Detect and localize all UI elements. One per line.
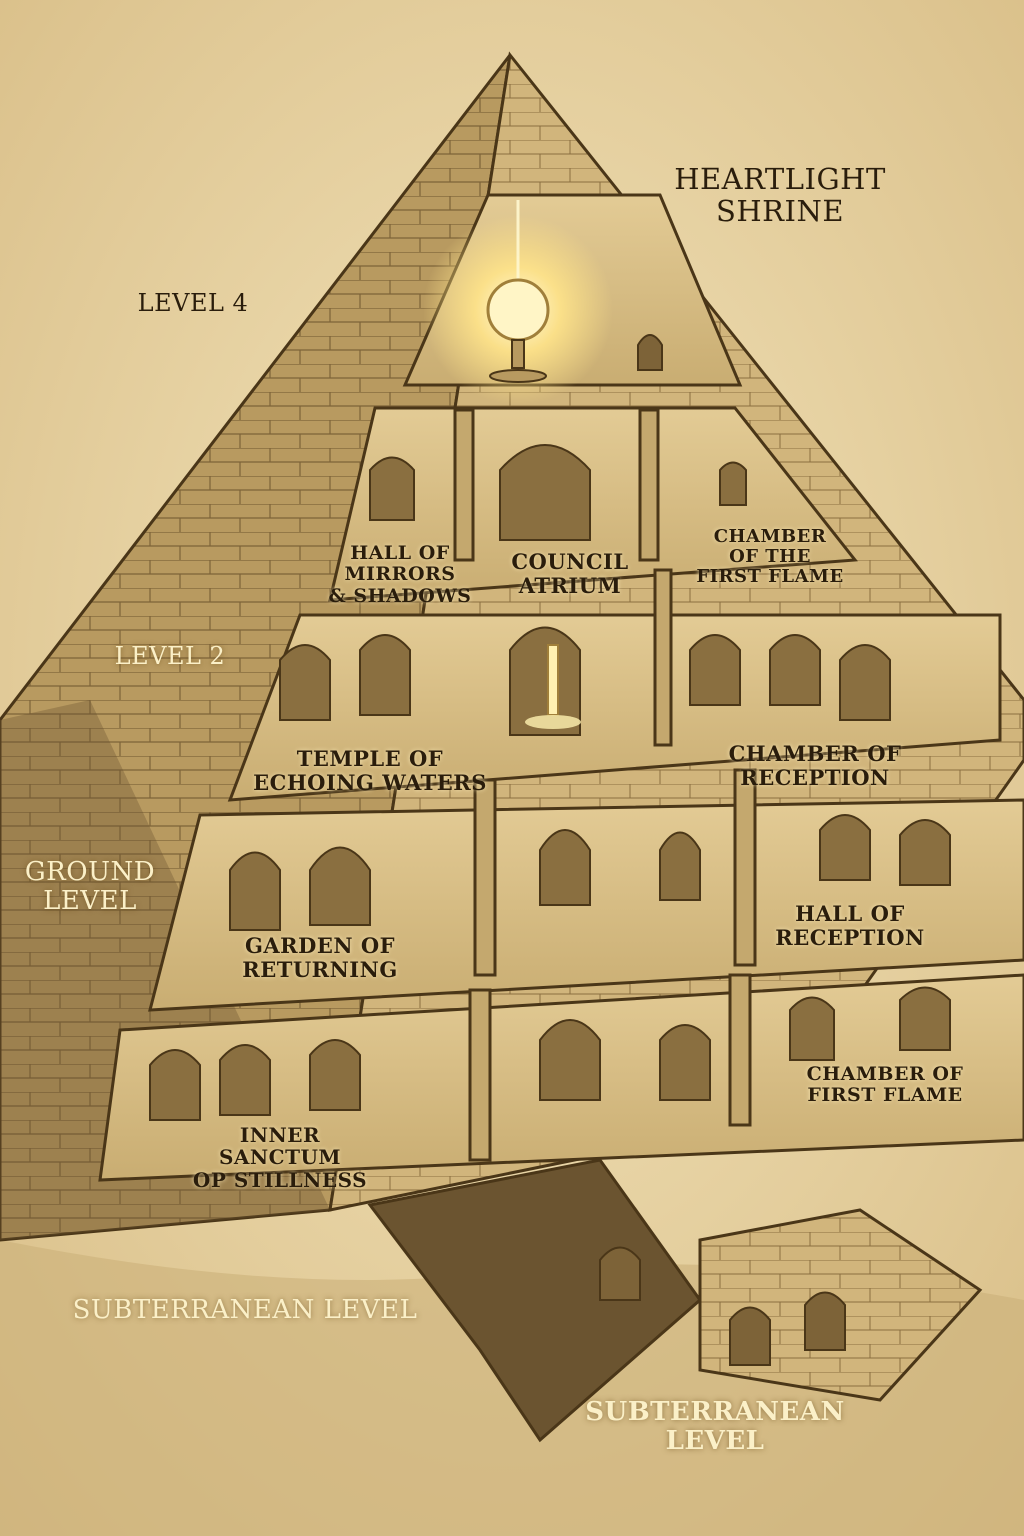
- pedestal-base: [489, 369, 547, 383]
- ground-level-label: GROUND LEVEL: [24, 857, 156, 917]
- candle-glow: [525, 715, 581, 729]
- shrine-label: HEARTLIGHT SHRINE: [674, 162, 886, 229]
- room-hall-of-mirrors: HALL OF MIRRORS & SHADOWS: [328, 542, 472, 607]
- candle-icon: [547, 644, 559, 716]
- room-garden-of-returning: GARDEN OF RETURNING: [242, 933, 398, 982]
- interior-walls: [453, 408, 757, 1162]
- heartlight-orb-icon: [486, 278, 550, 342]
- level4-label: LEVEL 4: [137, 289, 249, 317]
- room-chamber-first-flame-upper: CHAMBER OF THE FIRST FLAME: [696, 526, 844, 588]
- orb-pedestal: [511, 339, 525, 369]
- arch-doorways: [149, 444, 951, 1121]
- room-chamber-first-flame-lower: CHAMBER OF FIRST FLAME: [806, 1063, 964, 1107]
- subterranean-pit: [367, 1158, 703, 1443]
- subterranean-bottom-label: SUBTERRANEAN LEVEL: [585, 1397, 845, 1457]
- shrine-door-icon: [637, 334, 663, 371]
- subterranean-left-label: SUBTERRANEAN LEVEL: [72, 1295, 418, 1325]
- room-inner-sanctum: INNER SANCTUM OP STILLNESS: [192, 1123, 368, 1192]
- room-temple-echoing-waters: TEMPLE OF ECHOING WATERS: [253, 746, 487, 795]
- level2-label: LEVEL 2: [114, 642, 226, 670]
- room-chamber-of-reception: CHAMBER OF RECEPTION: [728, 741, 902, 790]
- subterranean-arches: [599, 1246, 846, 1366]
- room-hall-of-reception: HALL OF RECEPTION: [775, 901, 925, 950]
- room-council-atrium: COUNCIL ATRIUM: [511, 549, 629, 598]
